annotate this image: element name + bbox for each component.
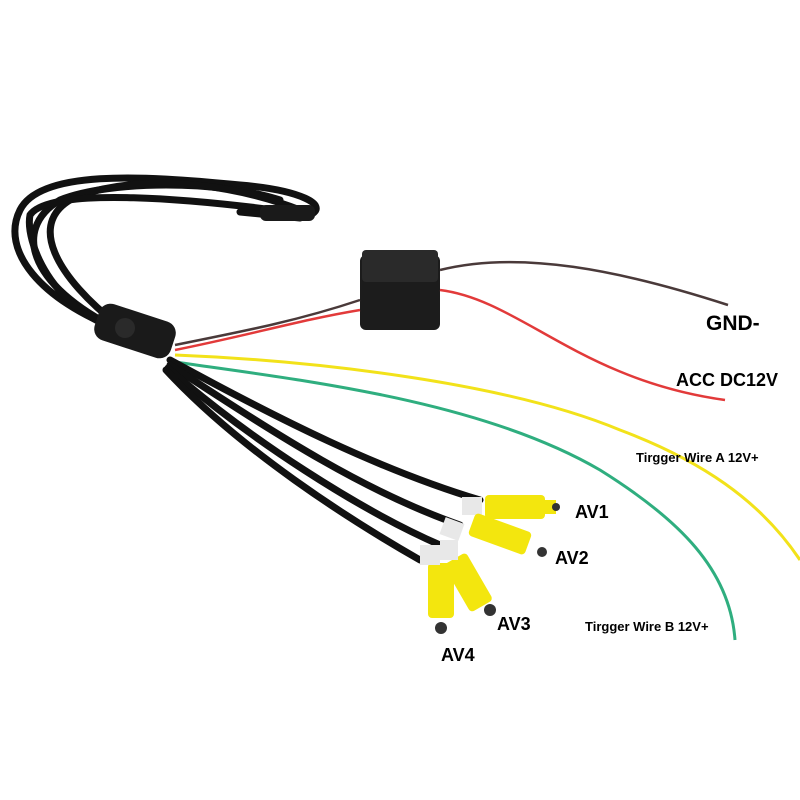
control-box [360,250,440,330]
trigger-a-wire [174,353,800,561]
trigger-b-wire [174,360,737,641]
gnd-wire [174,260,729,347]
rca-connector-av1 [462,495,560,519]
rca-connector-av4 [420,545,454,634]
rca-connector-av2 [439,513,547,557]
label-av2: AV2 [555,548,589,568]
rca-connector-av3 [440,540,496,616]
acc-wire [174,288,726,402]
label-av4: AV4 [441,645,475,665]
label-av1: AV1 [575,502,609,522]
label-acc: ACC DC12V [676,370,779,390]
coiled-cable [11,174,320,339]
junction-block [94,303,176,359]
rca-branch-cables [162,356,484,564]
label-trigger-b: Tirgger Wire B 12V+ [585,619,709,634]
label-av3: AV3 [497,614,531,634]
label-trigger-a: Tirgger Wire A 12V+ [636,450,759,465]
label-gnd: GND- [706,312,760,335]
connector-plug [260,205,315,221]
